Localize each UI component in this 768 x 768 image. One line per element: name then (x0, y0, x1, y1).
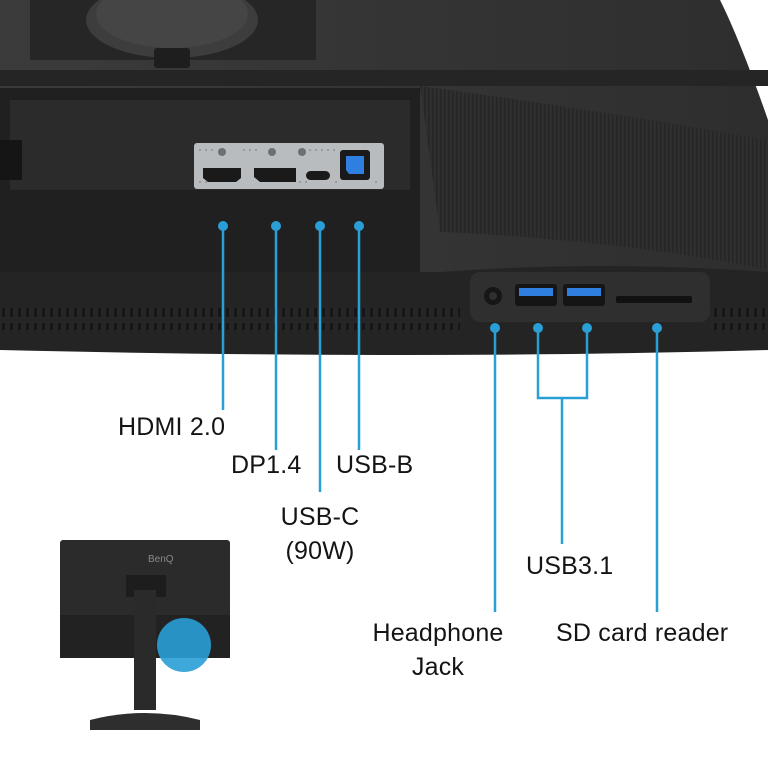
callout-lines (221, 226, 659, 612)
ribbed-panel (420, 86, 768, 270)
usb-c-label-line2: (90W) (285, 537, 355, 565)
callout-dots (218, 221, 662, 333)
brand-logo: BenQ (148, 554, 174, 565)
hdmi-port (203, 168, 241, 182)
headphone-label: Headphone Jack (358, 616, 518, 684)
usb31-label: USB3.1 (526, 552, 614, 580)
headphone-label-line1: Headphone (372, 619, 504, 647)
sd-card-slot (616, 296, 692, 303)
monitor-thumbnail: BenQ (60, 540, 230, 730)
highlight-circle (157, 618, 211, 672)
hdmi-label: HDMI 2.0 (118, 413, 226, 441)
usb-b-label: USB-B (336, 451, 414, 479)
usb-c-port (306, 171, 330, 180)
displayport-port (254, 168, 296, 182)
usb-c-label-line1: USB-C (280, 503, 360, 531)
side-port-cluster (470, 272, 710, 322)
headphone-label-line2: Jack (411, 653, 465, 681)
dp-label: DP1.4 (231, 451, 302, 479)
rear-port-panel (194, 143, 384, 189)
usb-c-label: USB-C (90W) (268, 500, 372, 568)
sd-card-label: SD card reader (556, 619, 729, 647)
usb-b-port (346, 156, 364, 174)
